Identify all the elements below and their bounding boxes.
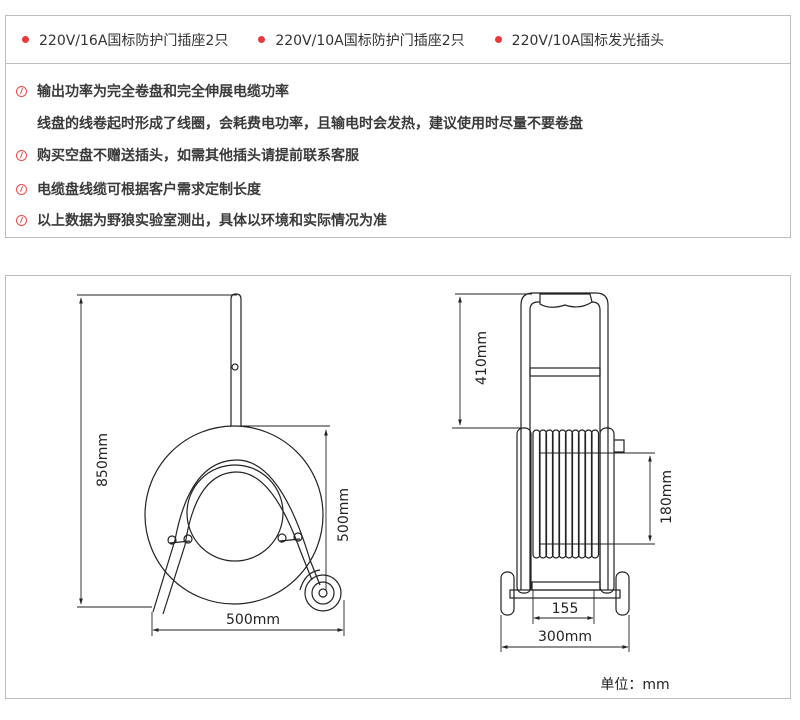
clock-icon <box>16 85 27 97</box>
feature-list: 220V/16A国标防护门插座2只 220V/10A国标防护门插座2只 220V… <box>6 16 790 64</box>
note-item: 电缆盘线缆可根据客户需求定制长度 <box>16 179 261 199</box>
note-text: 电缆盘线缆可根据客户需求定制长度 <box>37 182 261 198</box>
dim-total-width: 300mm <box>538 629 592 645</box>
note-text: 购买空盘不赠送插头，如需其他插头请提前联系客服 <box>37 148 359 164</box>
note-text: 线盘的线卷起时形成了线圈，会耗费电功率，且输电时会发热，建议使用时尽量不要卷盘 <box>37 116 583 132</box>
feature-label: 220V/16A国标防护门插座2只 <box>39 32 229 49</box>
feature-item: 220V/10A国标发光插头 <box>494 30 665 50</box>
dim-drum-width: 155 <box>552 601 579 617</box>
note-text: 以上数据为野狼实验室测出，具体以环境和实际情况为准 <box>37 213 387 229</box>
dim-drum-height: 180mm <box>659 470 675 524</box>
note-item: 线盘的线卷起时形成了线圈，会耗费电功率，且输电时会发热，建议使用时尽量不要卷盘 <box>37 113 583 133</box>
feature-label: 220V/10A国标发光插头 <box>511 32 665 49</box>
dim-handle-height: 410mm <box>474 331 490 385</box>
side-view-drawing <box>144 293 342 615</box>
clock-icon <box>16 149 27 161</box>
note-item: 输出功率为完全卷盘和完全伸展电缆功率 <box>16 81 289 101</box>
clock-icon <box>16 214 27 226</box>
clock-icon <box>16 183 27 195</box>
bullet-icon <box>494 36 502 43</box>
dim-reel-width: 500mm <box>226 612 280 628</box>
cable-coil-turn <box>590 429 600 559</box>
feature-item: 220V/10A国标防护门插座2只 <box>258 30 465 50</box>
front-view-drawing <box>500 292 630 616</box>
feature-label: 220V/10A国标防护门插座2只 <box>275 32 465 49</box>
dimension-panel <box>5 275 791 699</box>
dim-total-height: 850mm <box>95 433 111 487</box>
bullet-icon <box>258 36 266 43</box>
note-item: 购买空盘不赠送插头，如需其他插头请提前联系客服 <box>16 145 359 165</box>
feature-item: 220V/16A国标防护门插座2只 <box>22 30 228 50</box>
bullet-icon <box>22 36 29 43</box>
unit-label: 单位：mm <box>600 677 669 693</box>
dimension-lines <box>77 293 655 652</box>
spec-panel: 220V/16A国标防护门插座2只 220V/10A国标防护门插座2只 220V… <box>5 15 791 238</box>
note-item: 以上数据为野狼实验室测出，具体以环境和实际情况为准 <box>16 210 387 230</box>
dim-reel-diameter: 500mm <box>336 488 352 542</box>
note-text: 输出功率为完全卷盘和完全伸展电缆功率 <box>37 84 289 100</box>
